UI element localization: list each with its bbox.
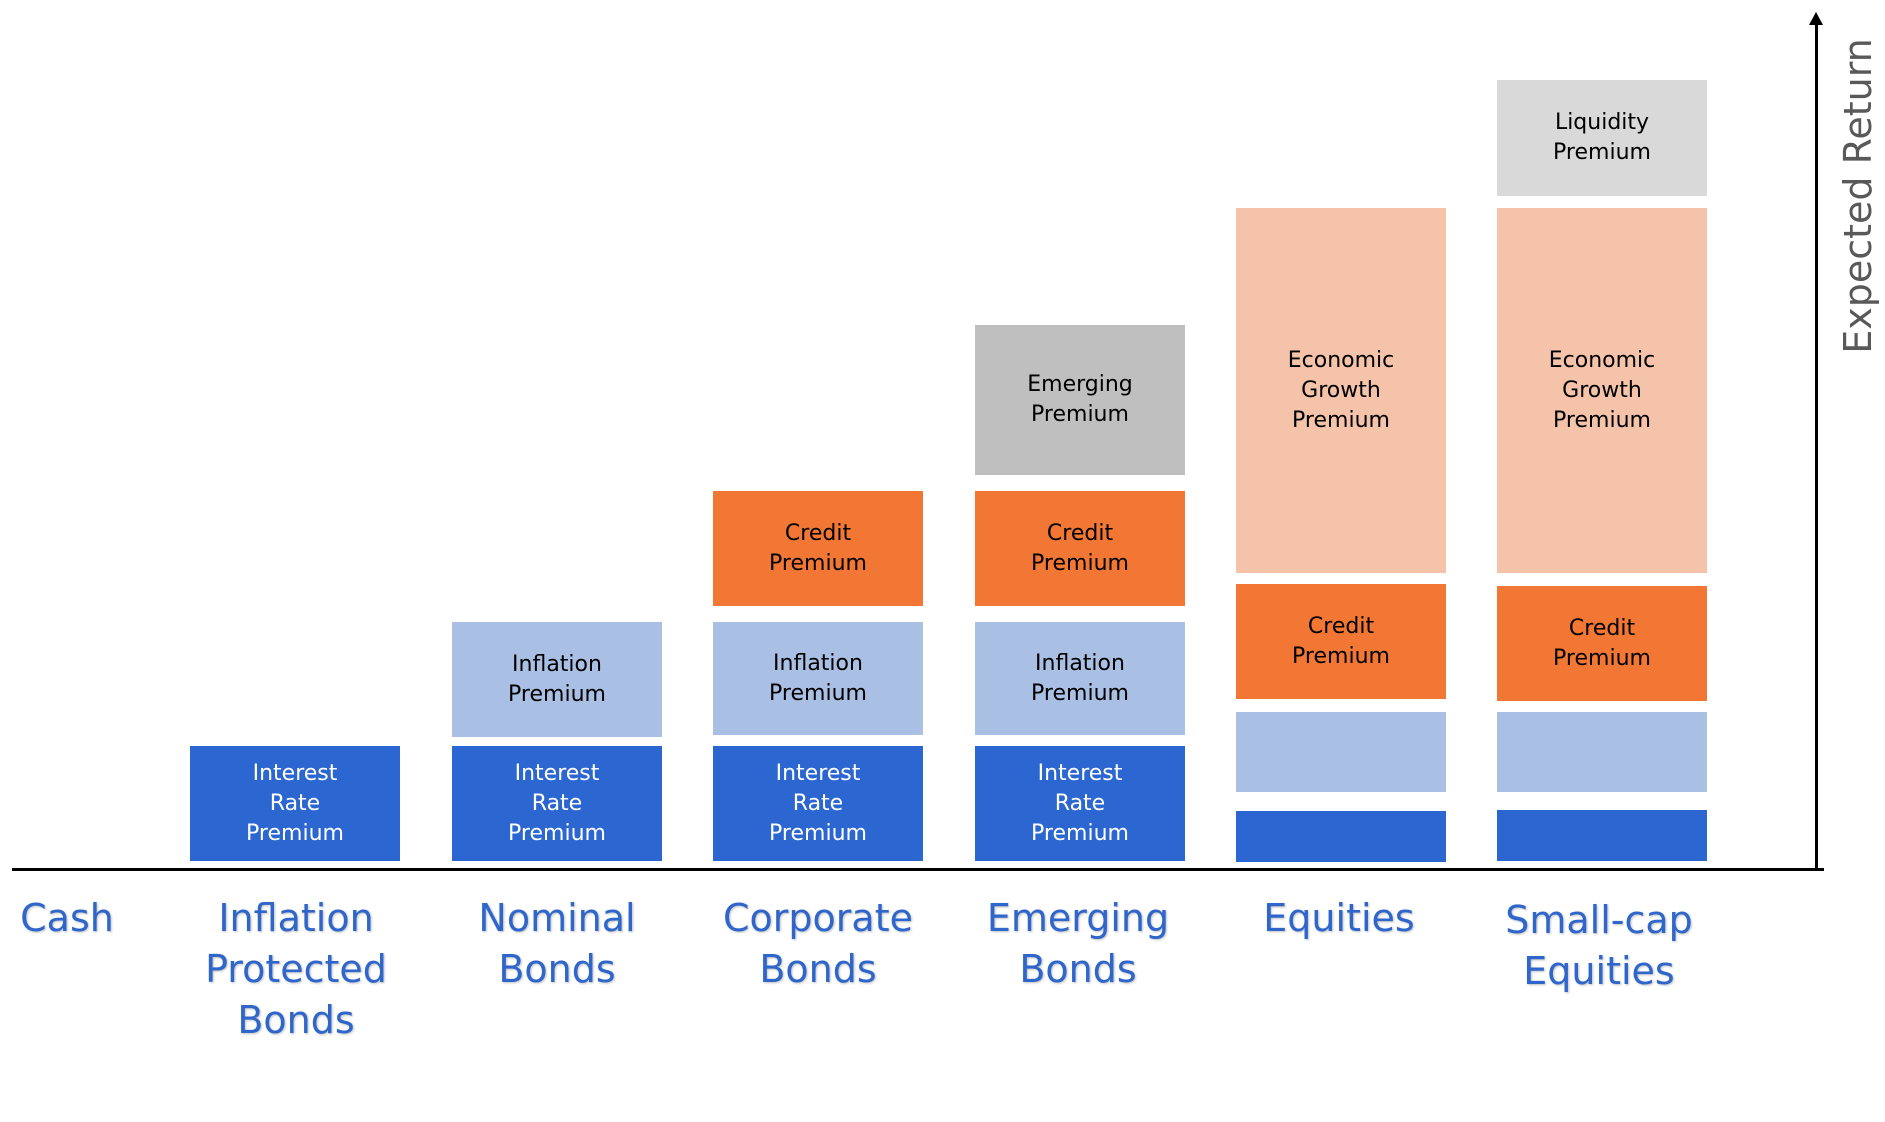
category-label-inflation-protected-bonds: Inflation Protected Bonds	[205, 896, 387, 1042]
premium-block-label: Economic Growth Premium	[1548, 347, 1656, 433]
premium-block-liquidity: Liquidity Premium	[1497, 80, 1707, 196]
premium-block-interest-rate: Interest Rate Premium	[713, 746, 923, 861]
premium-block-label: Interest Rate Premium	[246, 760, 344, 846]
premium-block-label: Inflation Premium	[508, 651, 606, 707]
premium-block-credit: Credit Premium	[713, 491, 923, 606]
y-axis-arrow-icon	[1809, 12, 1823, 25]
premium-block-label: Interest Rate Premium	[508, 760, 606, 846]
category-label-cash: Cash	[20, 896, 114, 940]
premium-block-label: Inflation Premium	[1031, 650, 1129, 706]
premium-block-inflation	[1497, 712, 1707, 792]
premium-block-interest-rate	[1497, 810, 1707, 861]
premium-block-label: Credit Premium	[1553, 615, 1651, 671]
category-label-small-cap-equities: Small-cap Equities	[1505, 898, 1693, 993]
category-label-emerging-bonds: Emerging Bonds	[986, 896, 1170, 991]
premium-block-emerging: Emerging Premium	[975, 325, 1185, 475]
category-label-nominal-bonds: Nominal Bonds	[478, 896, 636, 991]
category-label-equities: Equities	[1263, 896, 1415, 940]
premium-block-label: Credit Premium	[769, 520, 867, 576]
premium-block-inflation	[1236, 712, 1446, 792]
premium-block-credit: Credit Premium	[1236, 584, 1446, 699]
x-axis-line	[12, 868, 1824, 871]
premium-block-label: Credit Premium	[1031, 520, 1129, 576]
premium-block-interest-rate: Interest Rate Premium	[975, 746, 1185, 861]
premium-block-interest-rate: Interest Rate Premium	[452, 746, 662, 861]
premium-block-credit: Credit Premium	[975, 491, 1185, 606]
premium-block-label: Economic Growth Premium	[1287, 347, 1395, 433]
premium-block-inflation: Inflation Premium	[713, 622, 923, 735]
premium-block-label: Credit Premium	[1292, 613, 1390, 669]
premium-block-inflation: Inflation Premium	[975, 622, 1185, 735]
premium-block-interest-rate	[1236, 811, 1446, 862]
premium-block-economic-growth: Economic Growth Premium	[1497, 208, 1707, 573]
premium-block-credit: Credit Premium	[1497, 586, 1707, 701]
premium-block-label: Interest Rate Premium	[1031, 760, 1129, 846]
premium-block-label: Inflation Premium	[769, 650, 867, 706]
category-label-corporate-bonds: Corporate Bonds	[723, 896, 913, 991]
premium-block-label: Emerging Premium	[1027, 372, 1133, 427]
premium-block-interest-rate: Interest Rate Premium	[190, 746, 400, 861]
y-axis-title-text: Expected Return	[1836, 38, 1880, 354]
y-axis-line	[1815, 22, 1818, 871]
premium-block-label: Liquidity Premium	[1553, 110, 1651, 165]
premium-block-economic-growth: Economic Growth Premium	[1236, 208, 1446, 573]
premium-block-label: Interest Rate Premium	[769, 760, 867, 846]
premium-block-inflation: Inflation Premium	[452, 622, 662, 737]
